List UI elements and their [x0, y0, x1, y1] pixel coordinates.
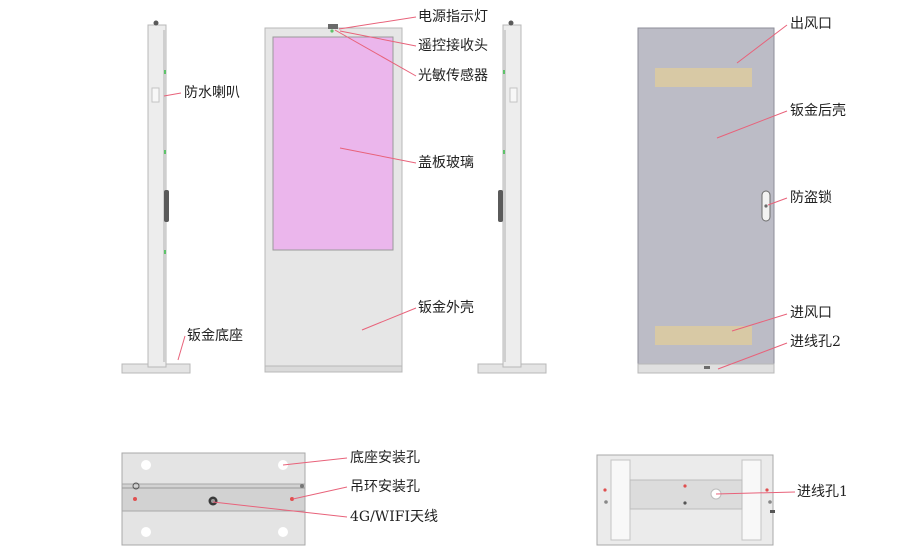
- cover-glass-label: 盖板玻璃: [418, 155, 474, 171]
- waterproof-speaker-label: 防水喇叭: [184, 85, 240, 101]
- remote-receiver-label: 遥控接收头: [418, 38, 488, 54]
- right-side-view: [477, 20, 547, 374]
- cable-hole-1-label: 进线孔1: [797, 484, 848, 500]
- back-view: [637, 27, 775, 374]
- sheet-metal-back-label: 钣金后壳: [790, 103, 846, 119]
- air-outlet-label: 出风口: [790, 16, 832, 32]
- antenna-label: 4G/WIFI天线: [350, 509, 438, 525]
- base-bottom-view: [121, 452, 306, 546]
- sheet-metal-base-label: 钣金底座: [187, 328, 243, 344]
- front-view: [264, 24, 403, 373]
- cable-hole-2-label: 进线孔2: [790, 334, 841, 350]
- air-inlet-label: 进风口: [790, 305, 832, 321]
- anti-theft-lock-label: 防盗锁: [790, 190, 832, 206]
- base-mount-holes-label: 底座安装孔: [350, 450, 420, 466]
- leader-lines: [163, 16, 796, 518]
- lifting-ring-holes-label: 吊环安装孔: [350, 479, 420, 495]
- left-side-view: [121, 20, 191, 374]
- power-indicator-label: 电源指示灯: [418, 9, 488, 25]
- sheet-metal-shell-label: 钣金外壳: [418, 300, 474, 316]
- light-sensor-label: 光敏传感器: [418, 68, 488, 84]
- top-view: [596, 454, 775, 546]
